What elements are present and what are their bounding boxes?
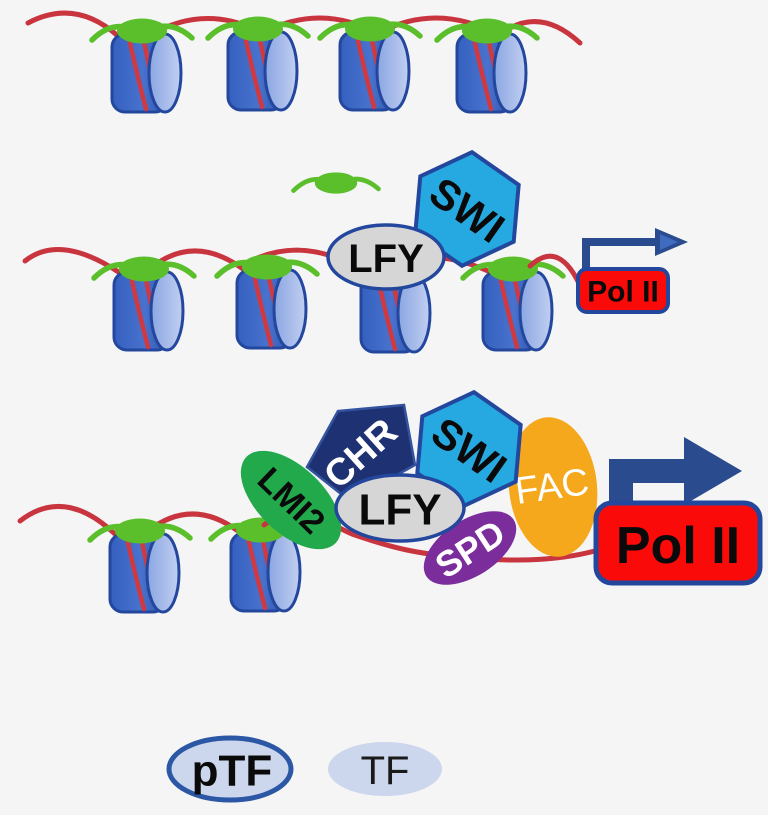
legend: pTF TF	[166, 735, 442, 803]
chromatin-row-closed	[25, 10, 583, 112]
pol2-label: Pol II	[587, 276, 659, 309]
lfy-label: LFY	[358, 486, 441, 535]
fac-protein	[508, 417, 598, 557]
lfy-protein	[326, 223, 446, 291]
pol2-box	[593, 500, 763, 586]
spd-protein	[423, 511, 517, 585]
pol2-box	[576, 267, 670, 314]
legend-tf-oval	[328, 742, 442, 796]
legend-ptf-oval	[166, 735, 294, 803]
chromatin-row-pioneer-binding: SWI LFY Pol II	[22, 133, 688, 352]
nucleosome	[228, 32, 297, 110]
nucleosome	[110, 534, 179, 612]
chromatin-row-active: CHR SPD FAC SWI LMI2 LFY Pol II	[17, 373, 763, 612]
pol2-label: Pol II	[616, 517, 740, 575]
nucleosome	[114, 272, 183, 350]
dna-strand	[22, 247, 491, 277]
nucleosome	[340, 32, 409, 110]
tss-arrow-bold-icon	[609, 437, 742, 515]
nucleosome	[483, 272, 552, 350]
nucleosome	[237, 270, 306, 348]
dna-strand	[25, 10, 583, 46]
evicted-histone-mark-icon	[294, 172, 379, 193]
histone-mark-icon	[94, 257, 194, 282]
legend-ptf-label: pTF	[192, 747, 273, 796]
lfy-protein	[334, 473, 466, 543]
nucleosome	[231, 533, 300, 611]
legend-tf-label: TF	[361, 749, 410, 793]
nucleosome	[112, 34, 181, 112]
histone-mark-icon	[217, 255, 317, 280]
lmi2-protein	[240, 450, 342, 550]
lfy-label: LFY	[348, 237, 424, 281]
tss-arrow-icon	[582, 228, 688, 270]
fac-label: FAC	[512, 461, 591, 513]
nucleosome	[457, 34, 526, 112]
